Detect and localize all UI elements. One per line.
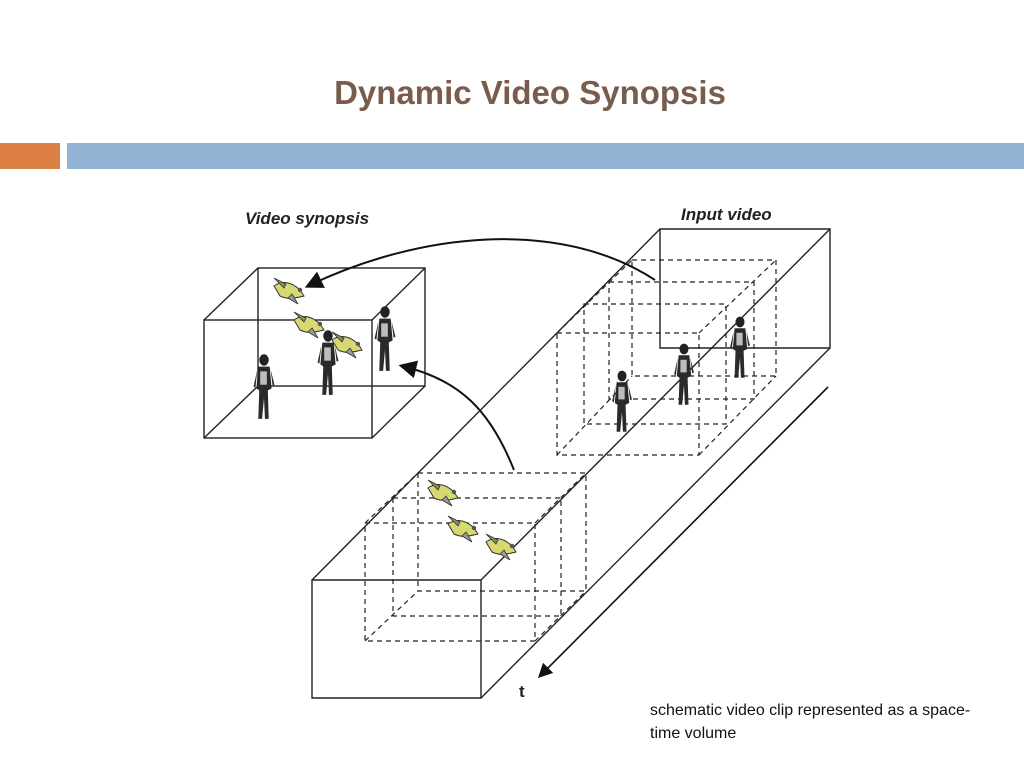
synopsis-people — [253, 306, 396, 419]
arrow-birds-to-synopsis — [398, 360, 515, 471]
input-video-label: Input video — [681, 205, 772, 224]
arrow-input-to-synopsis — [304, 238, 656, 288]
input-video-birds — [427, 479, 517, 561]
input-video-people — [612, 316, 750, 432]
accent-bar-blue — [67, 143, 1024, 169]
slide-caption: schematic video clip represented as a sp… — [650, 702, 971, 742]
input-video-volume — [311, 228, 831, 699]
accent-bar-orange — [0, 143, 60, 169]
slide-title: Dynamic Video Synopsis — [334, 74, 726, 111]
synopsis-birds — [273, 277, 363, 359]
time-axis-label: t — [519, 682, 525, 701]
birds-tube-dashed — [364, 472, 587, 642]
video-synopsis-cube — [203, 267, 426, 439]
time-axis-arrow — [537, 386, 829, 679]
video-synopsis-label: Video synopsis — [245, 209, 369, 228]
